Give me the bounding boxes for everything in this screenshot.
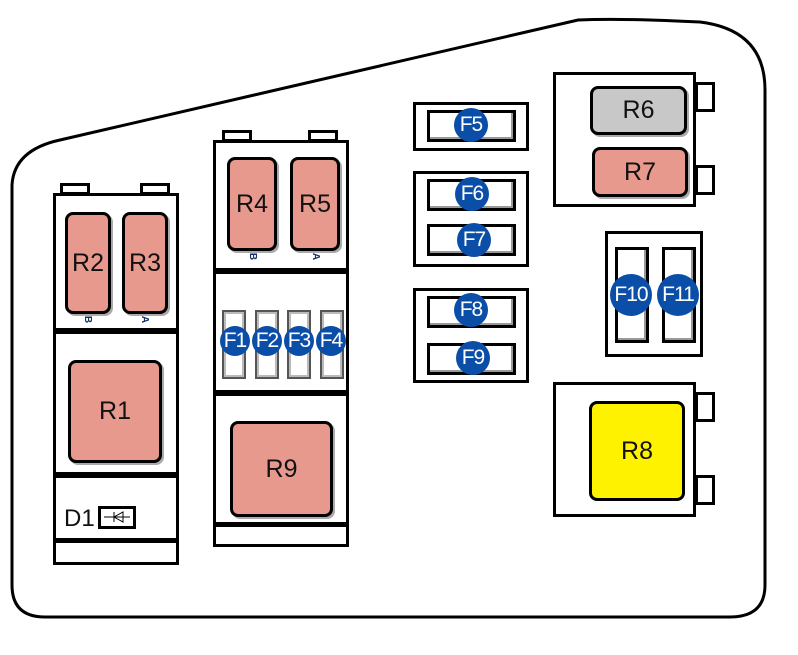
relay-r1[interactable]: R1 <box>68 360 162 463</box>
fuse-f7[interactable]: F7 <box>457 223 491 257</box>
fuse-f3[interactable]: F3 <box>284 326 314 356</box>
clip <box>695 475 715 505</box>
pin-label-a: A <box>139 315 151 324</box>
divider <box>56 472 176 478</box>
fuse-f6[interactable]: F6 <box>455 177 489 211</box>
clip <box>695 82 715 112</box>
pin-label-b: B <box>247 252 259 261</box>
clip <box>222 130 252 142</box>
fuse-f9[interactable]: F9 <box>456 341 490 375</box>
clip <box>60 183 90 195</box>
fuse-f1[interactable]: F1 <box>220 326 250 356</box>
fuse-f4[interactable]: F4 <box>316 326 346 356</box>
clip <box>695 165 715 195</box>
clip <box>695 392 715 422</box>
fuse-f2[interactable]: F2 <box>252 326 282 356</box>
fuse-f10[interactable]: F10 <box>610 274 652 316</box>
divider <box>56 538 176 543</box>
relay-r4[interactable]: R4 <box>227 157 277 251</box>
relay-r5[interactable]: R5 <box>290 157 340 251</box>
clip <box>308 130 338 142</box>
relay-r3[interactable]: R3 <box>122 212 168 314</box>
divider <box>216 268 346 274</box>
relay-r9[interactable]: R9 <box>230 421 333 517</box>
fuse-f11[interactable]: F11 <box>657 274 699 316</box>
pin-label-b: B <box>82 315 94 324</box>
relay-r2[interactable]: R2 <box>65 212 111 314</box>
fuse-f8[interactable]: F8 <box>454 293 488 327</box>
relay-r7[interactable]: R7 <box>592 147 688 197</box>
relay-r6[interactable]: R6 <box>590 86 687 135</box>
diode-icon[interactable] <box>98 506 136 529</box>
pin-label-a: A <box>310 252 322 261</box>
clip <box>140 183 170 195</box>
divider <box>56 328 176 334</box>
divider <box>216 390 346 396</box>
divider <box>216 522 346 527</box>
relay-r8[interactable]: R8 <box>589 401 685 501</box>
fuse-f5[interactable]: F5 <box>454 108 488 142</box>
diode-label: D1 <box>64 505 95 532</box>
